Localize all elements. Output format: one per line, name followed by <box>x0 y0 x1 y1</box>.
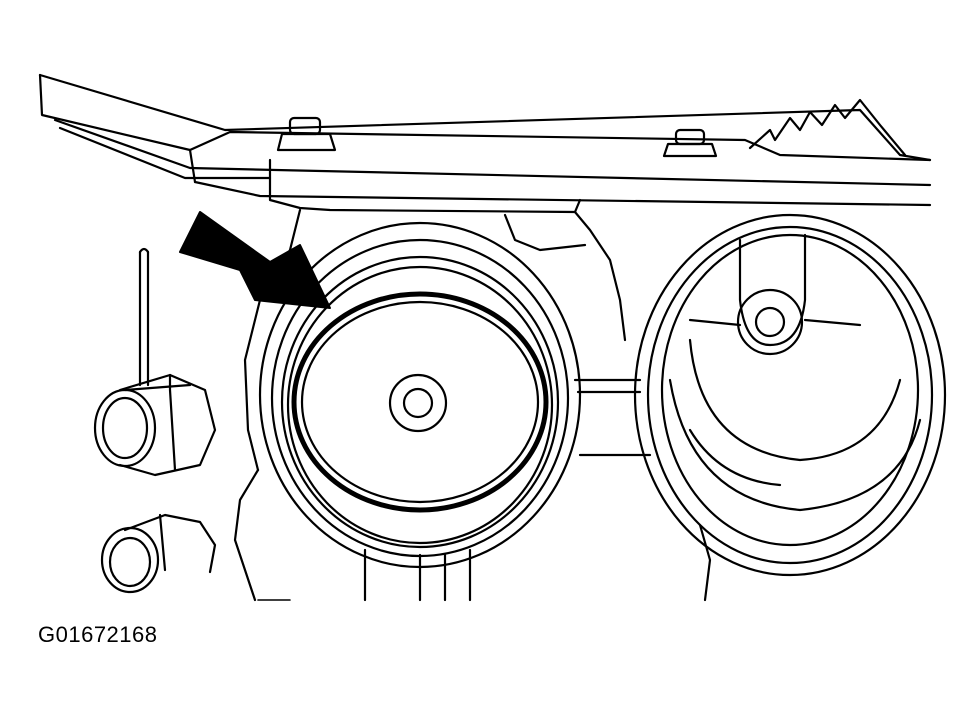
right-pulley-hole <box>754 306 786 338</box>
camshaft-bolt-boss <box>388 373 448 433</box>
rail-bolt-left <box>276 116 337 152</box>
upper-hex-fitting <box>93 373 217 477</box>
rod <box>138 247 150 387</box>
rail-bolt-right <box>662 128 718 158</box>
camshaft-bolt-hole <box>402 387 434 419</box>
left-camshaft-pulley <box>258 221 582 602</box>
housing-body <box>233 208 712 602</box>
pointer-arrow-icon <box>179 211 331 309</box>
right-camshaft-pulley <box>633 213 947 577</box>
camshaft-seal <box>291 291 549 513</box>
lower-hex-fitting <box>100 513 217 594</box>
figure-id-label: G01672168 <box>38 622 158 647</box>
top-rail <box>38 73 932 214</box>
right-pulley-boss <box>736 288 804 356</box>
